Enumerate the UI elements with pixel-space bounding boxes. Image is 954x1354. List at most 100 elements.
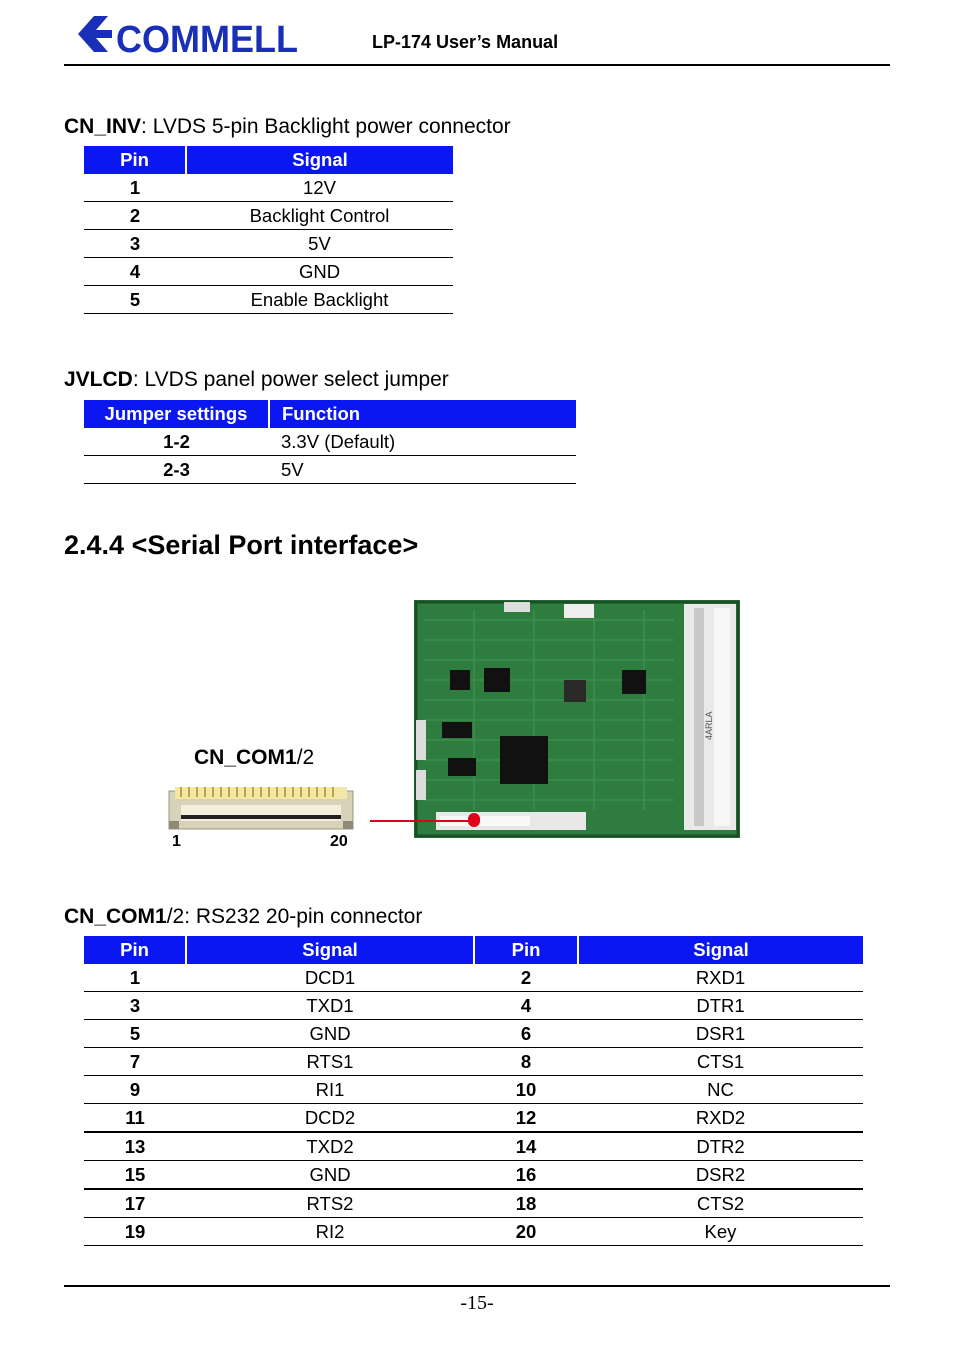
- section-heading: 2.4.4 <Serial Port interface>: [64, 530, 418, 561]
- function-cell: 5V: [269, 455, 576, 484]
- pointer-arrow: [370, 813, 480, 825]
- signal-cell: CTS1: [578, 1047, 863, 1076]
- pin-cell: 19: [84, 1217, 186, 1246]
- signal-cell: Key: [578, 1217, 863, 1246]
- signal-cell: Enable Backlight: [186, 285, 453, 314]
- pin-cell: 3: [84, 991, 186, 1020]
- cn-com-desc: : RS232 20-pin connector: [184, 905, 423, 928]
- signal-cell: CTS2: [578, 1189, 863, 1218]
- signal-cell: RXD1: [578, 964, 863, 992]
- pin-cell: 2: [84, 201, 186, 230]
- signal-cell: DTR2: [578, 1132, 863, 1161]
- pin-cell: 9: [84, 1075, 186, 1104]
- signal-cell: RXD2: [578, 1103, 863, 1133]
- pin-cell: 4: [474, 991, 578, 1020]
- pin-cell: 11: [84, 1103, 186, 1133]
- signal-cell: GND: [186, 1160, 474, 1190]
- pin-cell: 5: [84, 285, 186, 314]
- pin-cell: 17: [84, 1189, 186, 1218]
- signal-cell: RTS2: [186, 1189, 474, 1218]
- cn-com-title: CN_COM1/2: RS232 20-pin connector: [64, 905, 422, 929]
- signal-cell: DCD2: [186, 1103, 474, 1133]
- commell-logo: COMMELL: [68, 4, 304, 62]
- signal-cell: DTR1: [578, 991, 863, 1020]
- connector-label-bold: CN_COM1: [194, 746, 297, 769]
- pin-cell: 20: [474, 1217, 578, 1246]
- jvlcd-title: JVLCD: LVDS panel power select jumper: [64, 368, 449, 392]
- section-number: 2.4.4: [64, 530, 125, 560]
- board-marking: 4ARLA: [704, 711, 714, 740]
- pin-cell: 1: [84, 174, 186, 202]
- cn-com-name: CN_COM1: [64, 905, 167, 928]
- header-rule: [64, 64, 890, 66]
- signal-cell: GND: [186, 257, 453, 286]
- signal-cell: RTS1: [186, 1047, 474, 1076]
- signal-cell: DSR1: [578, 1019, 863, 1048]
- cn-com-name-rest: /2: [166, 905, 185, 928]
- col-header-signal: Signal: [186, 146, 453, 174]
- signal-cell: RI1: [186, 1075, 474, 1104]
- pin-end-label: 20: [330, 833, 348, 850]
- signal-cell: GND: [186, 1019, 474, 1048]
- pin-cell: 1: [84, 964, 186, 992]
- pin-cell: 13: [84, 1132, 186, 1161]
- col-header-jumper: Jumper settings: [84, 400, 270, 428]
- col-header-signal: Signal: [578, 936, 863, 964]
- pin-cell: 2: [474, 964, 578, 992]
- pin-cell: 5: [84, 1019, 186, 1048]
- cn-inv-title: CN_INV: LVDS 5-pin Backlight power conne…: [64, 115, 511, 139]
- pin-cell: 6: [474, 1019, 578, 1048]
- signal-cell: TXD2: [186, 1132, 474, 1161]
- signal-cell: NC: [578, 1075, 863, 1104]
- function-cell: 3.3V (Default): [269, 428, 576, 456]
- page-number: -15-: [460, 1292, 494, 1314]
- signal-cell: DCD1: [186, 964, 474, 992]
- logo-text: COMMELL: [116, 19, 298, 61]
- pin-cell: 8: [474, 1047, 578, 1076]
- pin-start-label: 1: [172, 833, 181, 850]
- jvlcd-desc: : LVDS panel power select jumper: [132, 368, 449, 391]
- setting-cell: 2-3: [84, 455, 269, 484]
- signal-cell: TXD1: [186, 991, 474, 1020]
- col-header-pin: Pin: [474, 936, 579, 964]
- col-header-function: Function: [269, 400, 576, 428]
- connector-image: [167, 785, 355, 831]
- cn-inv-desc: : LVDS 5-pin Backlight power connector: [141, 115, 511, 138]
- signal-cell: DSR2: [578, 1160, 863, 1190]
- section-title: <Serial Port interface>: [131, 530, 419, 560]
- pin-cell: 18: [474, 1189, 578, 1218]
- pin-cell: 14: [474, 1132, 578, 1161]
- pin-cell: 16: [474, 1160, 578, 1190]
- signal-cell: Backlight Control: [186, 201, 453, 230]
- jvlcd-name: JVLCD: [64, 368, 133, 391]
- signal-cell: 5V: [186, 229, 453, 258]
- pin-cell: 10: [474, 1075, 578, 1104]
- col-header-pin: Pin: [84, 936, 187, 964]
- pin-cell: 4: [84, 257, 186, 286]
- signal-cell: 12V: [186, 174, 453, 202]
- col-header-signal: Signal: [186, 936, 475, 964]
- footer-rule: [64, 1285, 890, 1287]
- setting-cell: 1-2: [84, 428, 269, 456]
- connector-label-rest: /2: [296, 746, 315, 769]
- pin-cell: 7: [84, 1047, 186, 1076]
